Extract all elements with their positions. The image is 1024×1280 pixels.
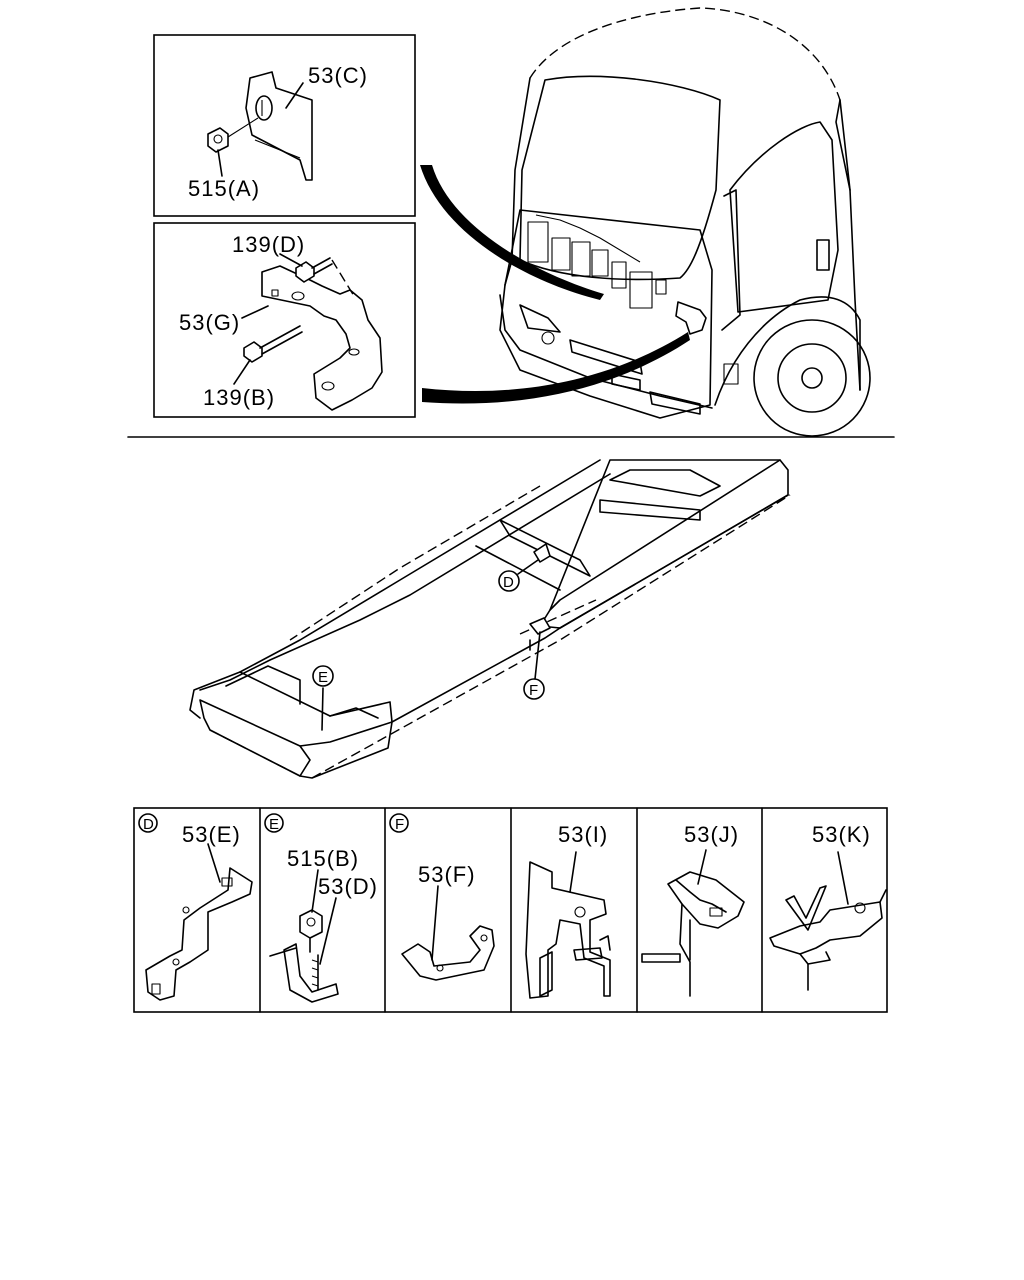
panel-label-53i: 53(I)	[558, 822, 608, 847]
label-139b: 139(B)	[203, 385, 275, 410]
detail-panel-53i: 53(I)	[525, 822, 611, 999]
label-53g: 53(G)	[179, 310, 240, 335]
panel-d-id: D	[143, 816, 154, 833]
frame-marker-f: F	[529, 682, 538, 699]
detail-panel-53k: 53(K)	[769, 822, 887, 991]
panel-f-label-53f: 53(F)	[418, 862, 476, 887]
panel-f-id: F	[395, 816, 404, 833]
detail-panel-f: F 53(F)	[389, 813, 495, 981]
panel-e-id: E	[269, 816, 279, 833]
panel-label-53k: 53(K)	[812, 822, 871, 847]
panel-e-label-53d: 53(D)	[318, 874, 378, 899]
label-515a: 515(A)	[188, 176, 260, 201]
detail-panel-e: E 515(B) 53(D)	[264, 813, 378, 1003]
panel-e-label-515b: 515(B)	[287, 846, 359, 871]
panel-d-label-53e: 53(E)	[182, 822, 241, 847]
frame-marker-e: E	[318, 669, 328, 686]
truck-cab-illustration	[420, 7, 871, 437]
detail-panel-53j: 53(J)	[641, 822, 745, 997]
detail-box-bracket-53c: 53(C) 515(A)	[153, 34, 416, 217]
frame-marker-d: D	[503, 574, 514, 591]
label-139d: 139(D)	[232, 232, 305, 257]
detail-box-bracket-53g: 139(D) 53(G) 139(B)	[153, 222, 416, 418]
chassis-frame-illustration: D F E	[189, 459, 791, 779]
label-53c: 53(C)	[308, 63, 368, 88]
detail-panel-grid	[133, 807, 888, 1013]
detail-panel-d: D 53(E)	[138, 813, 253, 1001]
panel-label-53j: 53(J)	[684, 822, 739, 847]
